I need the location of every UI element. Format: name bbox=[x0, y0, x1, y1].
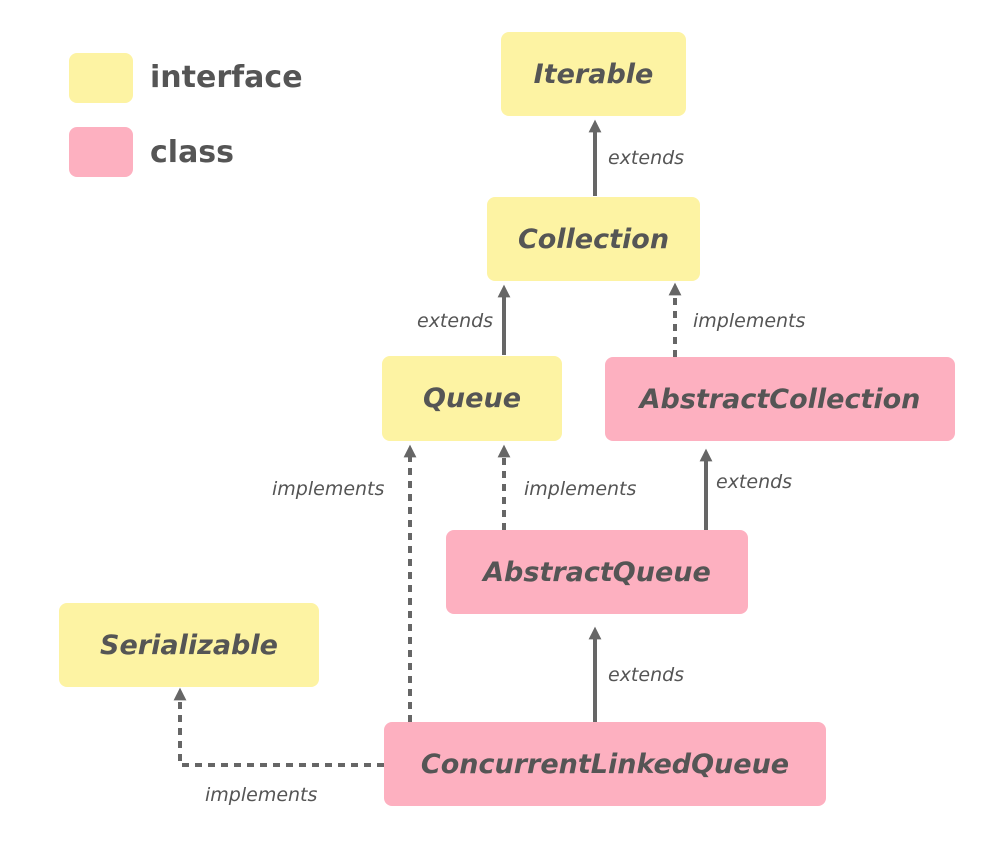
node-collection: Collection bbox=[487, 197, 700, 281]
label-clq-implements-queue: implements bbox=[272, 478, 385, 500]
node-serializable: Serializable bbox=[59, 603, 319, 687]
node-iterable: Iterable bbox=[501, 32, 686, 116]
label-collection-extends-iterable: extends bbox=[608, 147, 685, 169]
node-concurrent-linked-queue: ConcurrentLinkedQueue bbox=[384, 722, 826, 806]
legend-class-swatch bbox=[69, 127, 133, 177]
label-clq-implements-serializable: implements bbox=[205, 784, 318, 806]
edge-clq-implements-serializable bbox=[173, 687, 384, 767]
legend-interface-label: interface bbox=[150, 60, 303, 95]
legend-interface-swatch bbox=[69, 53, 133, 103]
node-abstract-collection: AbstractCollection bbox=[605, 357, 955, 441]
node-abstract-queue: AbstractQueue bbox=[446, 530, 748, 614]
legend-class-label: class bbox=[150, 135, 235, 170]
label-abstractcollection-implements-collection: implements bbox=[693, 310, 806, 332]
label-abstractqueue-extends-abstractcollection: extends bbox=[716, 471, 793, 493]
label-queue-extends-collection: extends bbox=[417, 310, 494, 332]
label-abstractqueue-implements-queue: implements bbox=[524, 478, 637, 500]
node-queue: Queue bbox=[382, 356, 562, 441]
label-clq-extends-abstractqueue: extends bbox=[608, 664, 685, 686]
